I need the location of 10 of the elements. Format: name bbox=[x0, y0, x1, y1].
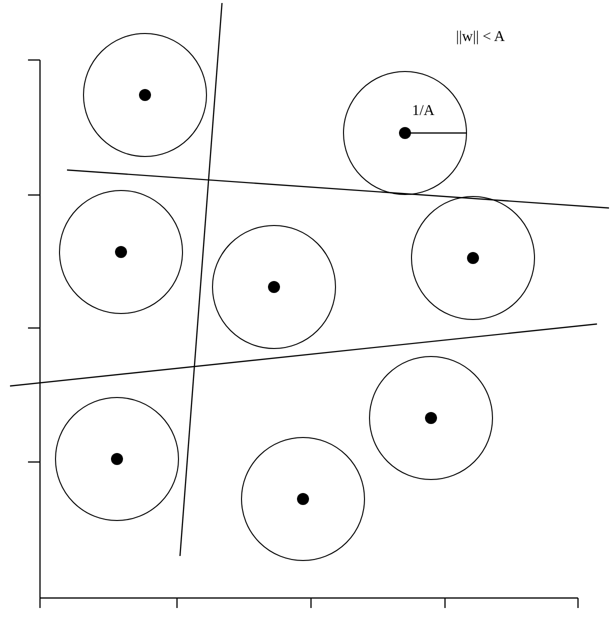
data-point-circle bbox=[369, 356, 493, 480]
constraint-label: ||w|| < A bbox=[456, 30, 505, 45]
data-point-circle bbox=[212, 225, 336, 349]
data-point-circle bbox=[241, 437, 365, 561]
data-point-circle bbox=[343, 71, 467, 195]
data-point-circle bbox=[411, 196, 535, 320]
data-point-circle bbox=[83, 33, 207, 157]
radius-label: 1/A bbox=[412, 104, 434, 119]
data-point-circle bbox=[59, 190, 183, 314]
data-point-circle bbox=[55, 397, 179, 521]
